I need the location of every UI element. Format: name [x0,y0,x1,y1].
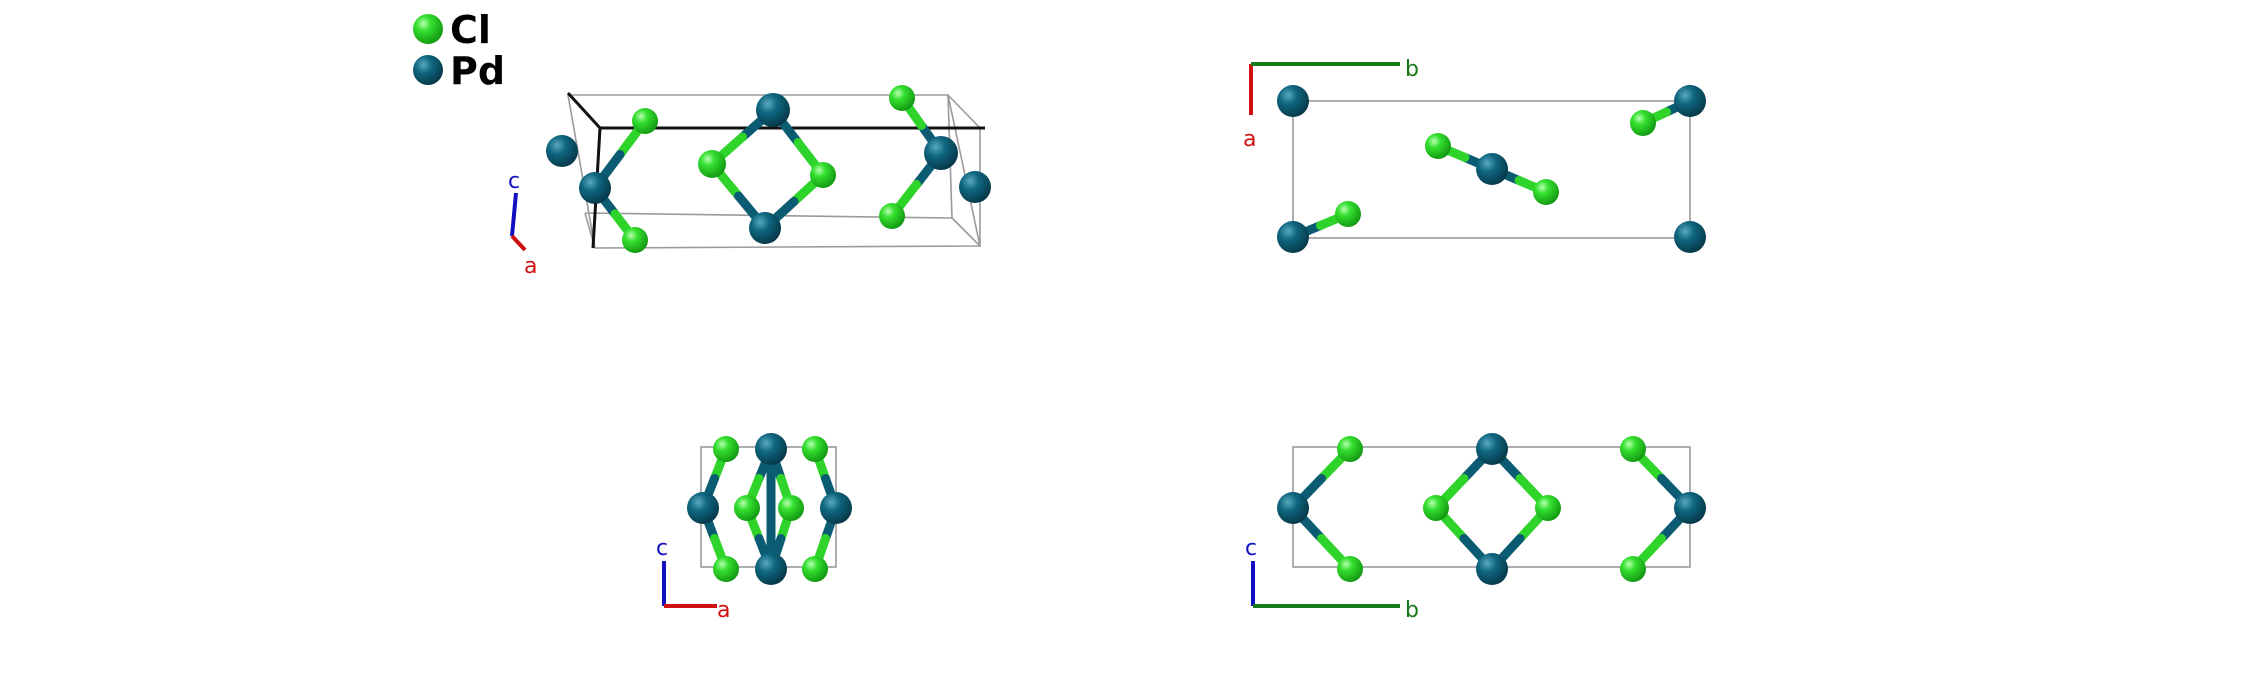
cl-atom [1630,110,1656,136]
axis-indicator: b a [1243,57,1419,152]
cl-atom [698,150,726,178]
bonds [698,444,841,574]
cl-atom [713,556,739,582]
atoms [687,433,852,585]
cl-atom [734,495,760,521]
cl-atom [622,227,648,253]
pd-atom [820,492,852,524]
axis-label-c: c [656,536,668,561]
axis-indicator: c a [656,536,730,623]
pd-atom [959,171,991,203]
pd-atom [1476,153,1508,185]
pd-atom [924,136,958,170]
axis-label-a: a [717,598,730,623]
cl-atom [1337,556,1363,582]
view-along-b: c a [656,433,852,623]
unit-cell-outline [1292,100,1691,239]
cl-atom-swatch-icon [413,14,443,44]
legend-label-cl: Cl [450,8,491,52]
atoms [546,85,991,253]
legend-item-cl: Cl [413,8,491,52]
view-along-c: b a [1243,57,1706,253]
pd-atom [749,212,781,244]
pd-atom-swatch-icon [413,55,443,85]
cl-atom [1335,201,1361,227]
axis-indicator: c a [508,169,537,279]
cl-atom [1337,436,1363,462]
bonds [1288,444,1695,574]
axis-label-a: a [1243,127,1256,152]
pd-atom [1277,221,1309,253]
legend-label-pd: Pd [450,49,505,93]
pd-atom [756,93,790,127]
legend: Cl Pd [413,8,505,93]
atoms [1277,85,1706,253]
axis-label-c: c [1245,536,1257,561]
axis-label-b: b [1405,57,1419,82]
axis-label-b: b [1405,598,1419,623]
axis-indicator: c b [1245,536,1419,623]
cl-atom [1533,179,1559,205]
pd-atom [1476,433,1508,465]
cl-atom [713,436,739,462]
pd-atom [755,553,787,585]
pd-atom [546,135,578,167]
pd-atom [1674,221,1706,253]
cl-atom [802,556,828,582]
cl-atom [1423,495,1449,521]
cl-atom [1620,556,1646,582]
cl-atom [802,436,828,462]
pd-atom [579,172,611,204]
axis-label-a: a [524,254,537,279]
pd-atom [1674,85,1706,117]
pd-atom [1674,492,1706,524]
pd-atom [1277,85,1309,117]
cl-atom [889,85,915,111]
legend-item-pd: Pd [413,49,505,93]
unit-cell-outline [1292,446,1691,568]
cl-atom [1620,436,1646,462]
cl-atom [879,203,905,229]
cl-atom [778,495,804,521]
perspective-view: c a [508,85,991,279]
pd-atom [1277,492,1309,524]
pd-atom [687,492,719,524]
view-along-a: c b [1245,433,1706,623]
cl-atom [810,162,836,188]
cl-atom [1425,133,1451,159]
cl-atom [632,108,658,134]
pd-atom [1476,553,1508,585]
atoms [1277,433,1706,585]
cl-atom [1535,495,1561,521]
axis-label-c: c [508,169,520,194]
pd-atom [755,433,787,465]
